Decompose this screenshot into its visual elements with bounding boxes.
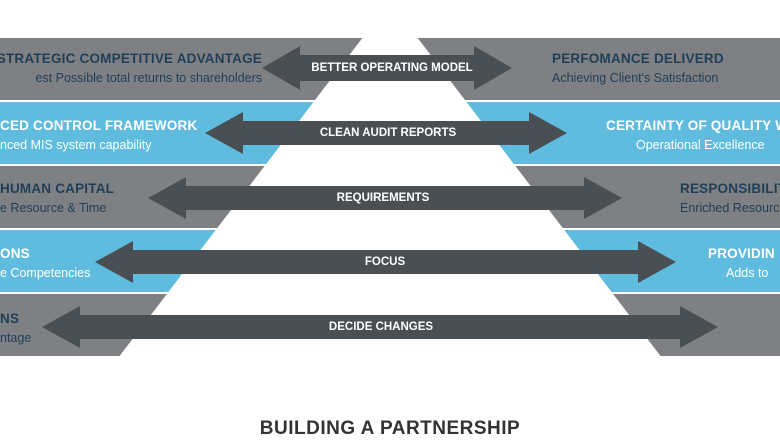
row-4-left-text: NS ntage — [0, 312, 31, 344]
diagram-title: BUILDING A PARTNERSHIP — [259, 418, 521, 439]
row-3-left-heading: ONS — [0, 246, 30, 261]
row-0-left-subtext: est Possible total returns to shareholde… — [35, 70, 262, 85]
row-2-right-subtext: Enriched Resource — [680, 200, 780, 215]
double-arrow-row-0 — [262, 46, 512, 90]
row-1-right-heading: CERTAINTY OF QUALITY WO — [606, 118, 780, 133]
row-4-left-heading: NS — [0, 311, 20, 326]
row-0-left-heading: STRATEGIC COMPETITIVE ADVANTAGE — [0, 51, 262, 66]
double-arrow-row-4 — [42, 306, 718, 348]
row-0-right-text: PERFOMANCE DELIVERD Achieving Client's S… — [552, 52, 724, 84]
row-2-left-heading: HUMAN CAPITAL — [0, 181, 115, 196]
double-arrow-row-1 — [205, 112, 567, 154]
arrows-layer — [42, 46, 718, 348]
row-3-left-subtext: e Competencies — [0, 265, 91, 280]
row-1-left-text: CED CONTROL FRAMEWORK nced MIS system ca… — [0, 119, 197, 151]
double-arrow-row-3 — [95, 241, 676, 283]
row-3-right-heading: PROVIDIN — [708, 246, 775, 261]
row-3-left-text: ONS e Competencies — [0, 247, 90, 279]
row-0-right-subtext: Achieving Client's Satisfaction — [552, 70, 719, 85]
row-0-left-text: STRATEGIC COMPETITIVE ADVANTAGE est Poss… — [0, 52, 262, 84]
row-4-arrow-label: DECIDE CHANGES — [328, 321, 434, 333]
row-0-right-heading: PERFOMANCE DELIVERD — [552, 51, 724, 66]
row-2-right-heading: RESPONSIBILIT — [680, 181, 780, 196]
row-2-left-subtext: e Resource & Time — [0, 200, 107, 215]
row-1-left-heading: CED CONTROL FRAMEWORK — [0, 118, 198, 133]
row-2-right-text: RESPONSIBILIT Enriched Resource — [680, 182, 780, 214]
row-1-right-subtext: Operational Excellence — [636, 137, 765, 152]
row-3-arrow-label: FOCUS — [364, 256, 406, 268]
row-2-arrow-label: REQUIREMENTS — [336, 192, 430, 204]
row-3-right-subtext: Adds to — [726, 265, 769, 280]
row-0-arrow-label: BETTER OPERATING MODEL — [311, 62, 473, 74]
row-3-right-text: PROVIDIN Adds to — [708, 247, 775, 279]
row-2-left-text: HUMAN CAPITAL e Resource & Time — [0, 182, 114, 214]
row-1-right-text: CERTAINTY OF QUALITY WO Operational Exce… — [606, 119, 780, 151]
row-1-arrow-label: CLEAN AUDIT REPORTS — [319, 127, 457, 139]
double-arrow-row-2 — [148, 177, 622, 219]
row-1-left-subtext: nced MIS system capability — [0, 137, 152, 152]
row-4-left-subtext: ntage — [0, 330, 32, 345]
